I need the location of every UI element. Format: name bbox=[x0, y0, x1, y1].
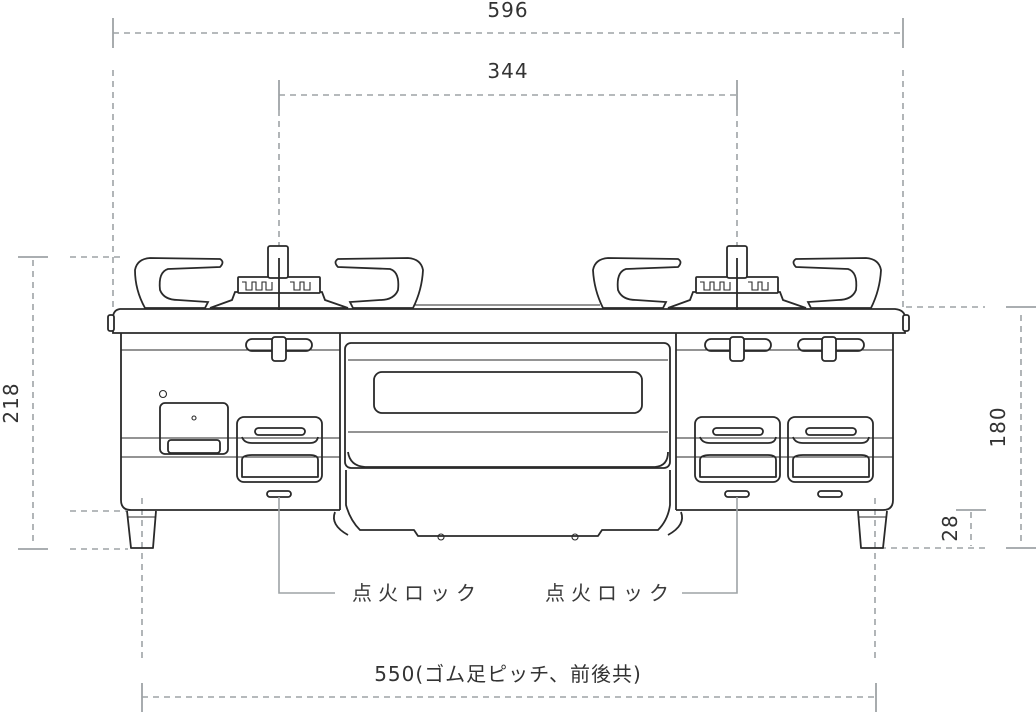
dimension-344 bbox=[278, 80, 738, 250]
ignition-lock-grill[interactable] bbox=[817, 490, 843, 498]
dimension-28 bbox=[956, 509, 986, 546]
dimension-180 bbox=[880, 306, 1036, 549]
dimension-596-label: 596 bbox=[487, 0, 528, 22]
rubber-foot-left bbox=[126, 510, 157, 549]
burner-left bbox=[134, 245, 424, 310]
burner-right bbox=[592, 245, 882, 310]
ignition-lock-right[interactable] bbox=[724, 490, 750, 498]
stove-body bbox=[107, 304, 910, 511]
dimension-218 bbox=[18, 256, 128, 550]
battery-compartment bbox=[158, 389, 229, 455]
ignition-lock-left[interactable] bbox=[266, 490, 292, 498]
slider-right-1[interactable] bbox=[704, 336, 772, 362]
slider-left[interactable] bbox=[245, 336, 313, 362]
dimension-218-label: 218 bbox=[0, 382, 23, 423]
knob-left-burner[interactable] bbox=[236, 416, 323, 483]
rubber-foot-right bbox=[857, 510, 888, 549]
dimension-550-label: 550(ゴム足ピッチ、前後共) bbox=[374, 662, 642, 686]
leader-left bbox=[278, 497, 335, 594]
slider-right-2[interactable] bbox=[797, 336, 865, 362]
dimension-344-label: 344 bbox=[487, 59, 528, 83]
leader-right bbox=[682, 497, 738, 594]
callout-ignition-lock-left: 点火ロック bbox=[352, 581, 482, 605]
dimension-28-label: 28 bbox=[938, 514, 962, 541]
knob-grill[interactable] bbox=[787, 416, 874, 483]
knob-right-burner[interactable] bbox=[694, 416, 781, 483]
dimension-550 bbox=[141, 498, 877, 712]
dimension-596 bbox=[112, 18, 904, 308]
fish-grill bbox=[333, 342, 683, 541]
callout-ignition-lock-right: 点火ロック bbox=[545, 581, 675, 605]
dimension-180-label: 180 bbox=[986, 406, 1010, 447]
